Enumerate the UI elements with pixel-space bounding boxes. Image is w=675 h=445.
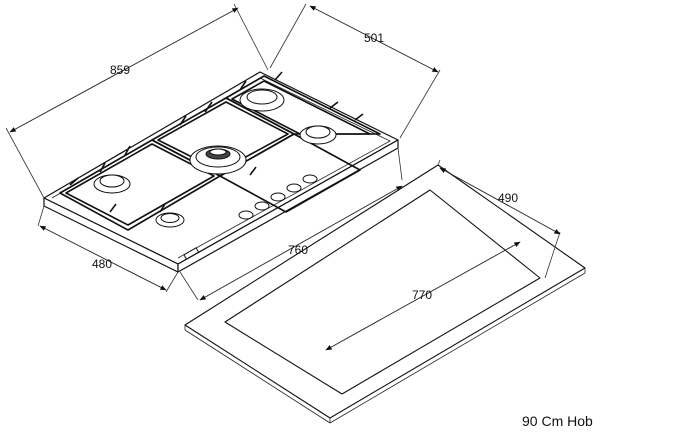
dim-label-cutout-width: 770 [412, 288, 432, 302]
dim-label-hob-depth: 501 [364, 31, 384, 45]
dim-label-hob-width: 859 [110, 63, 130, 77]
dim-label-hob-front-width: 760 [288, 243, 308, 257]
dim-label-hob-front-depth: 480 [92, 257, 112, 271]
dimension-lines [5, 3, 561, 351]
dim-label-cutout-depth: 490 [498, 191, 518, 205]
burners [93, 88, 337, 228]
diagram-caption: 90 Cm Hob [522, 413, 593, 429]
